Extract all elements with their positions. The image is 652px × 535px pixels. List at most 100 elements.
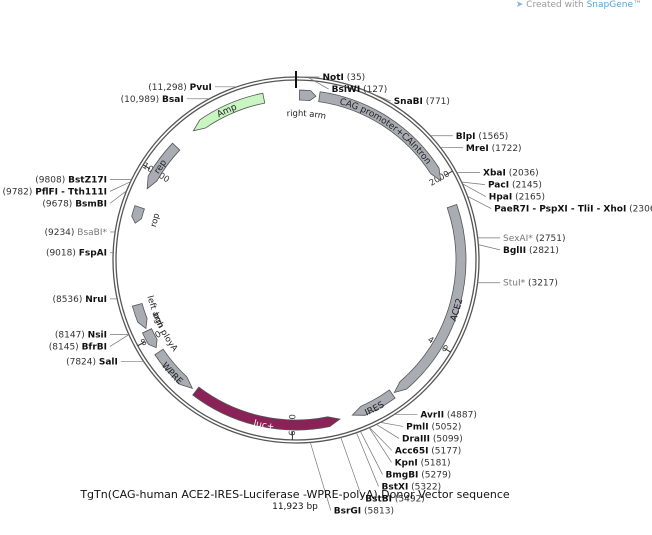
site-position: (1722) bbox=[489, 144, 522, 154]
backbone-inner-ring bbox=[115, 79, 477, 441]
site-avrii[interactable]: AvrII (4887) bbox=[420, 410, 476, 420]
site-name: BmgBI bbox=[386, 470, 419, 480]
site-bstbi[interactable]: BstBI (5492) bbox=[365, 494, 425, 504]
site-leader-hpai bbox=[462, 183, 486, 197]
site-name: SalI bbox=[99, 358, 118, 368]
site-noti[interactable]: NotI (35) bbox=[322, 73, 365, 83]
site-pmli[interactable]: PmlI (5052) bbox=[406, 422, 461, 432]
site-pflfi-tth111i[interactable]: (9782) PflFI - Tth111I bbox=[2, 187, 107, 197]
feature-luc[interactable] bbox=[192, 386, 341, 431]
site-position: (9782) bbox=[2, 187, 35, 197]
site-leader-bglii bbox=[478, 244, 501, 251]
site-position: (9808) bbox=[35, 175, 68, 185]
feature-amp[interactable] bbox=[192, 92, 266, 132]
site-kpni[interactable]: KpnI (5181) bbox=[395, 458, 451, 468]
site-leader-pmli bbox=[380, 422, 404, 427]
site-bsai[interactable]: (10,989) BsaI bbox=[121, 95, 184, 105]
site-nrui[interactable]: (8536) NruI bbox=[52, 295, 107, 305]
site-position: (2751) bbox=[533, 234, 566, 244]
feature-left-arm[interactable] bbox=[131, 302, 148, 330]
site-leader-acc65i bbox=[369, 427, 393, 451]
site-name: PflFI - Tth111I bbox=[35, 187, 107, 197]
tick-mark-8000 bbox=[137, 341, 146, 347]
site-bstz17i[interactable]: (9808) BstZ17I bbox=[35, 175, 107, 185]
site-bmgbi[interactable]: BmgBI (5279) bbox=[386, 470, 452, 480]
site-position: (5813) bbox=[361, 506, 394, 516]
feature-ace2[interactable] bbox=[393, 204, 467, 394]
site-name: AvrII bbox=[420, 410, 444, 420]
site-bsrgi[interactable]: BsrGI (5813) bbox=[334, 506, 394, 516]
site-leader-bsrgi bbox=[309, 442, 332, 511]
site-position: (5052) bbox=[429, 422, 462, 432]
snapgene-logo-icon: ➤ bbox=[515, 0, 524, 10]
tick-mark-10-000 bbox=[142, 164, 151, 170]
feature-ires[interactable] bbox=[351, 389, 396, 416]
feature-cag-promoter-caintron[interactable] bbox=[318, 91, 442, 182]
site-position: (4887) bbox=[444, 410, 477, 420]
site-position: (7824) bbox=[66, 358, 99, 368]
feature-right-arm[interactable] bbox=[298, 89, 317, 102]
site-stui[interactable]: StuI* (3217) bbox=[503, 279, 558, 289]
site-bsmbi[interactable]: (9678) BsmBI bbox=[42, 199, 107, 209]
site-sali[interactable]: (7824) SalI bbox=[66, 358, 118, 368]
site-leader-pflfi-tth111i bbox=[109, 181, 131, 192]
site-position: (5181) bbox=[418, 458, 451, 468]
site-position: (1565) bbox=[476, 132, 509, 142]
site-name: Acc65I bbox=[395, 446, 429, 456]
site-name: NruI bbox=[85, 295, 107, 305]
site-name: BfrBI bbox=[82, 342, 107, 352]
site-position: (2821) bbox=[526, 246, 559, 256]
site-name: BsaBI* bbox=[77, 228, 107, 238]
site-nsii[interactable]: (8147) NsiI bbox=[55, 330, 107, 340]
site-name: BsaI bbox=[162, 95, 184, 105]
feature-rop[interactable] bbox=[131, 205, 145, 224]
site-xbai[interactable]: XbaI (2036) bbox=[483, 169, 539, 179]
site-mrei[interactable]: MreI (1722) bbox=[466, 144, 522, 154]
site-bsiwi[interactable]: BsiWI (127) bbox=[332, 85, 388, 95]
site-name: NotI bbox=[322, 73, 343, 83]
site-leader-bstbi bbox=[340, 437, 363, 499]
site-leader-paer7i-pspxi-tlii-xhoi bbox=[467, 195, 492, 209]
site-blpi[interactable]: BlpI (1565) bbox=[456, 132, 509, 142]
site-leader-kpni bbox=[368, 427, 392, 463]
tick-mark-2000 bbox=[445, 170, 453, 176]
site-position: (9018) bbox=[46, 249, 79, 259]
site-leader-paci bbox=[461, 181, 486, 185]
site-position: (5177) bbox=[428, 446, 461, 456]
site-bsabi[interactable]: (9234) BsaBI* bbox=[44, 228, 107, 238]
site-bglii[interactable]: BglII (2821) bbox=[503, 246, 559, 256]
site-name: FspAI bbox=[79, 249, 107, 259]
site-pvui[interactable]: (11,298) PvuI bbox=[148, 83, 212, 93]
feature-label-rop: rop bbox=[148, 212, 161, 228]
site-sexai[interactable]: SexAI* (2751) bbox=[503, 234, 566, 244]
site-position: (10,989) bbox=[121, 95, 162, 105]
feature-label-luc: luc+ bbox=[253, 418, 275, 432]
site-position: (9234) bbox=[44, 228, 77, 238]
feature-wpre[interactable] bbox=[154, 348, 194, 390]
site-leader-bsiwi bbox=[308, 77, 329, 90]
site-fspai[interactable]: (9018) FspAI bbox=[46, 249, 107, 259]
site-position: (2036) bbox=[506, 169, 539, 179]
site-position: (8536) bbox=[52, 295, 85, 305]
feature-label-right-arm: right arm bbox=[286, 108, 326, 121]
site-acc65i[interactable]: Acc65I (5177) bbox=[395, 446, 461, 456]
site-bfrbi[interactable]: (8145) BfrBI bbox=[49, 342, 107, 352]
feature-bgh-ploya[interactable] bbox=[141, 328, 158, 349]
site-paci[interactable]: PacI (2145) bbox=[488, 181, 542, 191]
site-name: SnaBI bbox=[394, 97, 423, 107]
site-name: BsrGI bbox=[334, 506, 361, 516]
feature-rep[interactable] bbox=[146, 142, 181, 190]
site-bstxi[interactable]: BstXI (5322) bbox=[381, 482, 441, 492]
site-snabi[interactable]: SnaBI (771) bbox=[394, 97, 450, 107]
site-draiii[interactable]: DraIII (5099) bbox=[402, 434, 463, 444]
site-position: (11,298) bbox=[148, 83, 189, 93]
site-position: (5492) bbox=[392, 494, 425, 504]
tick-mark-4000 bbox=[443, 347, 451, 353]
site-paer7i-pspxi-tlii-xhoi[interactable]: PaeR7I - PspXI - TliI - XhoI (2306) bbox=[494, 205, 652, 215]
snapgene-credit: ➤ Created with SnapGene™ bbox=[516, 0, 642, 10]
site-name: BglII bbox=[503, 246, 526, 256]
sequence-length: 11,923 bp bbox=[272, 502, 318, 512]
site-leader-bstxi bbox=[356, 432, 379, 487]
site-hpai[interactable]: HpaI (2165) bbox=[489, 193, 545, 203]
